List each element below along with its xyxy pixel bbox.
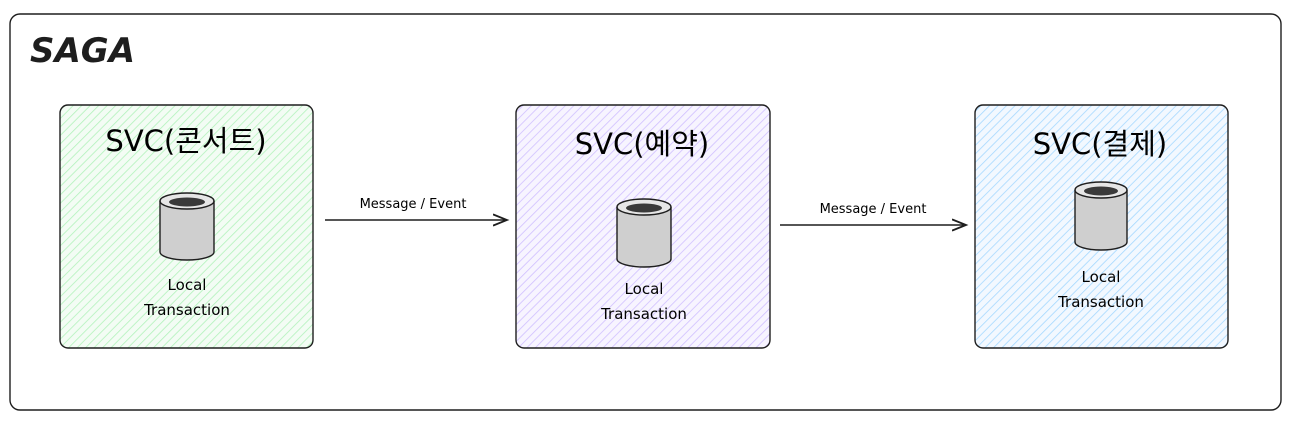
service-title: SVC(결제) <box>1033 127 1167 161</box>
db-label-line2: Transaction <box>1057 293 1144 311</box>
arrow-label: Message / Event <box>360 197 467 212</box>
service-title: SVC(콘서트) <box>105 124 266 158</box>
arrow-label: Message / Event <box>820 202 927 217</box>
db-label-line1: Local <box>1082 268 1121 286</box>
service-box-payment: SVC(결제) Local Transaction <box>974 104 1229 349</box>
arrow-2: Message / Event <box>780 202 966 225</box>
database-icon <box>616 198 672 268</box>
service-title: SVC(예약) <box>575 127 709 161</box>
db-label-line2: Transaction <box>600 305 687 323</box>
db-label-line1: Local <box>625 280 664 298</box>
saga-title: SAGA <box>30 31 135 71</box>
saga-frame <box>9 13 1282 411</box>
db-label-line1: Local <box>168 276 207 294</box>
arrow-1: Message / Event <box>325 197 507 220</box>
service-box-reservation: SVC(예약) Local Transaction <box>515 104 771 349</box>
service-box-concert: SVC(콘서트) Local Transaction <box>59 104 314 349</box>
database-icon <box>159 192 215 261</box>
database-icon <box>1074 181 1128 251</box>
db-label-line2: Transaction <box>143 301 230 319</box>
